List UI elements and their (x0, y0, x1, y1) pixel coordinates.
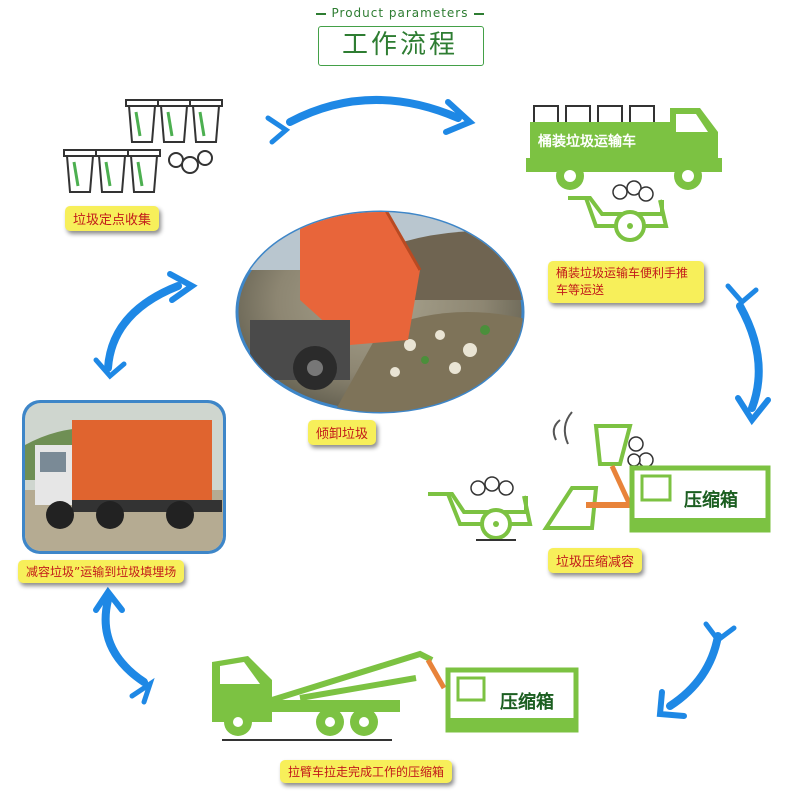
divider (474, 12, 485, 15)
flow-arrows (93, 96, 771, 719)
step-label-pull-away: 拉臂车拉走完成工作的压缩箱 (280, 760, 453, 783)
arrow-compress-to-pull-icon (656, 621, 737, 719)
bucket-truck-icon (526, 105, 722, 242)
step-label-transport-landfill: 减容垃圾”运输到垃圾填埋场 (18, 560, 185, 583)
arrow-collect-to-bucket-icon (265, 96, 476, 145)
divider (315, 12, 326, 15)
dumping-photo (235, 210, 525, 414)
compress-station-icon (428, 411, 771, 541)
page-title: 工作流程 (341, 30, 458, 60)
bucket-truck-text: 桶装垃圾运输车 (538, 134, 636, 150)
landfill-truck-photo (22, 400, 226, 554)
hook-lift-truck-icon (212, 650, 579, 741)
title-frame (318, 26, 484, 66)
garbage-bins-icon (63, 99, 223, 193)
hook-box-text: 压缩箱 (500, 692, 554, 713)
arrow-landfill-to-dump-icon (93, 271, 198, 380)
subtitle-text: Product parameters (331, 6, 469, 20)
step-label-collect: 垃圾定点收集 (65, 206, 160, 231)
arrow-pull-to-landfill-icon (93, 586, 155, 705)
compress-box-text: 压缩箱 (684, 490, 738, 511)
header-subtitle: Product parameters (0, 6, 800, 20)
step-label-bucket-transport: 桶装垃圾运输车便利手推车等运送 (548, 261, 704, 303)
step-label-compress: 垃圾压缩减容 (548, 548, 643, 573)
step-label-dump: 倾卸垃圾 (308, 420, 377, 445)
arrow-bucket-to-compress-icon (725, 283, 771, 426)
